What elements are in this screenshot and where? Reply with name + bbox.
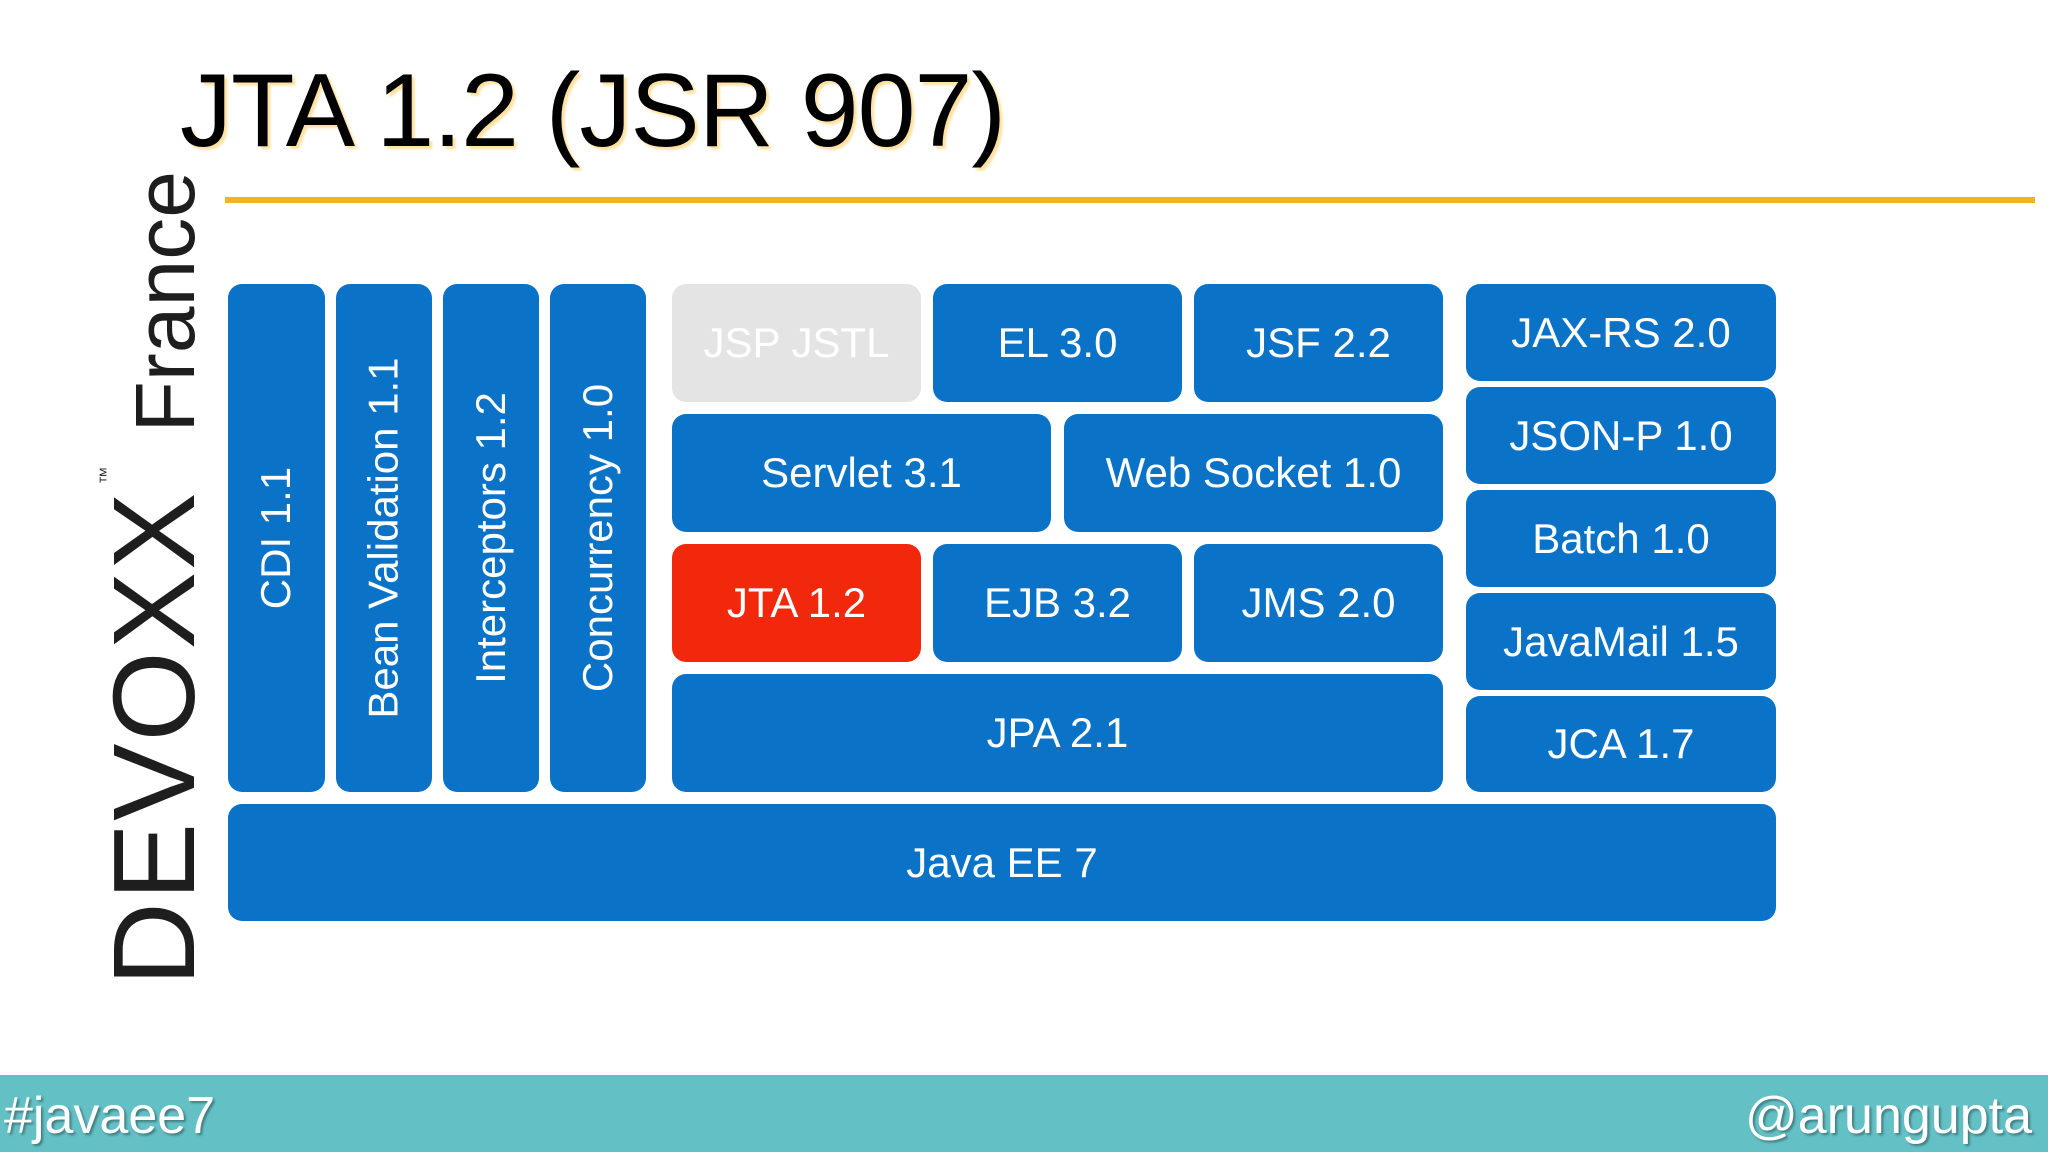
block-jca-label: JCA 1.7 (1547, 720, 1695, 767)
block-json-p-label: JSON-P 1.0 (1509, 411, 1733, 459)
block-bean-validation-label: Bean Validation 1.1 (360, 357, 408, 719)
footer-handle: @arungupta (1745, 1087, 2032, 1145)
block-concurrency: Concurrency 1.0 (550, 284, 646, 792)
block-batch: Batch 1.0 (1466, 490, 1776, 587)
block-jsf-label: JSF 2.2 (1246, 319, 1391, 366)
block-java-ee: Java EE 7 (228, 804, 1776, 921)
block-javamail-label: JavaMail 1.5 (1503, 617, 1739, 665)
block-jsf: JSF 2.2 (1194, 284, 1443, 402)
block-jax-rs-label: JAX-RS 2.0 (1511, 308, 1731, 356)
block-jta: JTA 1.2 (672, 544, 921, 662)
block-jpa: JPA 2.1 (672, 674, 1443, 792)
block-json-p: JSON-P 1.0 (1466, 387, 1776, 484)
logo-region: France (118, 171, 212, 433)
block-batch-label: Batch 1.0 (1532, 514, 1710, 562)
title-underline (225, 197, 2035, 203)
block-web-socket-label: Web Socket 1.0 (1105, 449, 1402, 496)
footer-bar (0, 1075, 2048, 1152)
block-jax-rs: JAX-RS 2.0 (1466, 284, 1776, 381)
block-javamail: JavaMail 1.5 (1466, 593, 1776, 690)
block-jca: JCA 1.7 (1466, 696, 1776, 792)
footer-hashtag: #javaee7 (4, 1087, 216, 1145)
block-web-socket: Web Socket 1.0 (1064, 414, 1443, 532)
block-el-label: EL 3.0 (997, 319, 1118, 366)
block-jpa-label: JPA 2.1 (986, 709, 1129, 756)
block-jsp-jstl: JSP JSTL (672, 284, 921, 402)
block-cdi: CDI 1.1 (228, 284, 325, 792)
block-bean-validation: Bean Validation 1.1 (336, 284, 432, 792)
block-jsp-jstl-label: JSP JSTL (703, 319, 890, 366)
block-servlet-label: Servlet 3.1 (761, 449, 962, 496)
block-jms-label: JMS 2.0 (1241, 579, 1396, 626)
logo-trademark: ™ (96, 466, 116, 485)
block-interceptors-label: Interceptors 1.2 (467, 392, 515, 684)
slide-title: JTA 1.2 (JSR 907) (180, 53, 1006, 169)
block-cdi-label: CDI 1.1 (252, 466, 300, 610)
block-ejb: EJB 3.2 (933, 544, 1182, 662)
block-servlet: Servlet 3.1 (672, 414, 1051, 532)
block-interceptors: Interceptors 1.2 (443, 284, 539, 792)
logo-brand: DEVOXX (89, 490, 219, 986)
block-jms: JMS 2.0 (1194, 544, 1443, 662)
devoxx-france-logo: DEVOXX ™ France (0, 0, 219, 1080)
block-jta-label: JTA 1.2 (726, 579, 867, 626)
block-java-ee-label: Java EE 7 (906, 838, 1098, 886)
block-el: EL 3.0 (933, 284, 1182, 402)
block-concurrency-label: Concurrency 1.0 (574, 383, 621, 693)
block-ejb-label: EJB 3.2 (983, 579, 1132, 626)
